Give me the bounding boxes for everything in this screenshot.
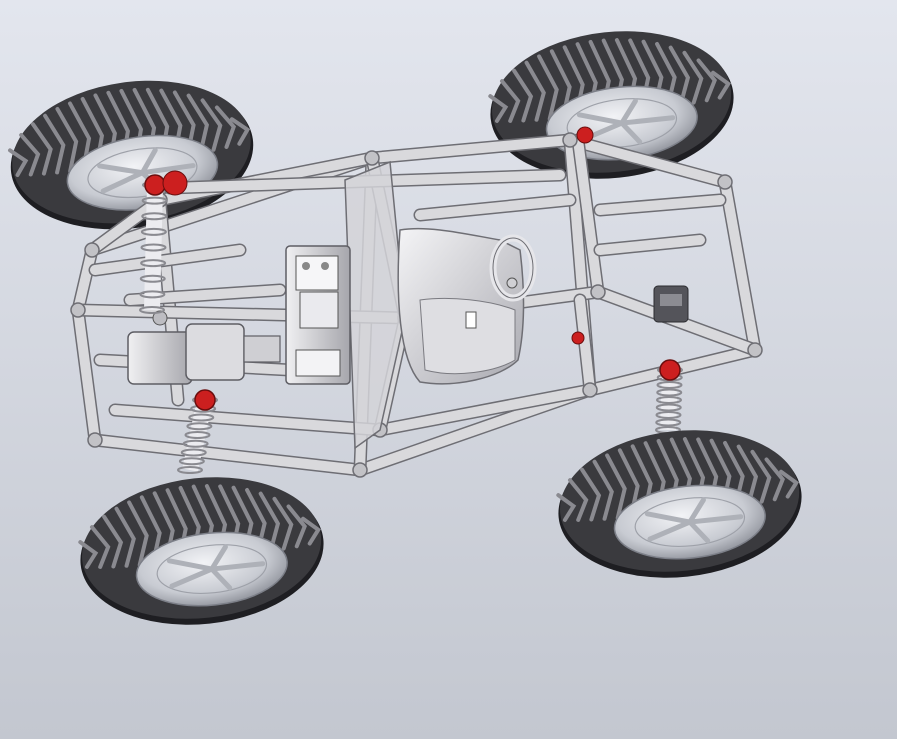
gearbox	[127, 310, 281, 385]
wheel-front-left	[78, 477, 324, 625]
seat	[397, 227, 525, 385]
steering-wheel	[489, 234, 537, 302]
suspension-shocks	[139, 126, 683, 474]
engine-block	[285, 245, 351, 385]
differential-right	[653, 285, 689, 323]
wheel-front-right	[556, 430, 802, 578]
